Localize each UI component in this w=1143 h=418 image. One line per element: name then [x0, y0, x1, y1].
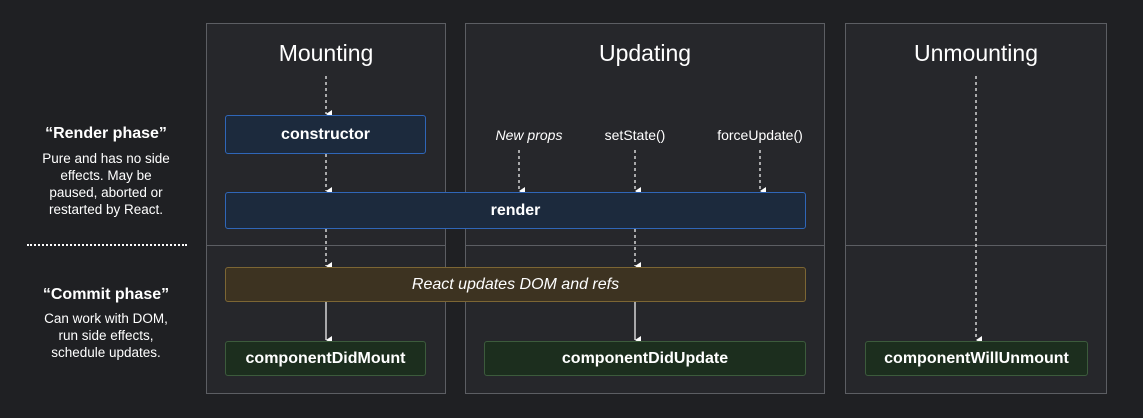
render-box: render [225, 192, 806, 229]
force-update-label: forceUpdate() [717, 127, 803, 143]
phase-separator [27, 244, 187, 246]
component-will-unmount-box: componentWillUnmount [865, 341, 1088, 376]
render-phase-title: “Render phase” [45, 125, 167, 142]
updating-title: Updating [598, 40, 692, 66]
mounting-phase-divider [207, 245, 445, 246]
constructor-box: constructor [225, 115, 426, 154]
new-props-label: New props [495, 127, 563, 143]
updating-phase-divider [466, 245, 824, 246]
render-phase-desc-line-2: effects. May be [60, 168, 152, 183]
component-did-update-box: componentDidUpdate [484, 341, 806, 376]
render-phase-desc-line-3: paused, aborted or [49, 185, 163, 200]
render-phase-desc-line-1: Pure and has no side [42, 151, 170, 166]
dom-update-box: React updates DOM and refs [225, 267, 806, 302]
component-did-mount-box: componentDidMount [225, 341, 426, 376]
set-state-label: setState() [604, 127, 666, 143]
mounting-title: Mounting [278, 40, 374, 66]
render-phase-desc-line-4: restarted by React. [48, 202, 164, 217]
commit-phase-desc-line-2: run side effects, [58, 328, 154, 343]
commit-phase-desc-line-3: schedule updates. [51, 345, 161, 360]
commit-phase-desc-line-1: Can work with DOM, [44, 311, 168, 326]
commit-phase-title: “Commit phase” [42, 286, 170, 303]
unmounting-title: Unmounting [913, 40, 1039, 66]
